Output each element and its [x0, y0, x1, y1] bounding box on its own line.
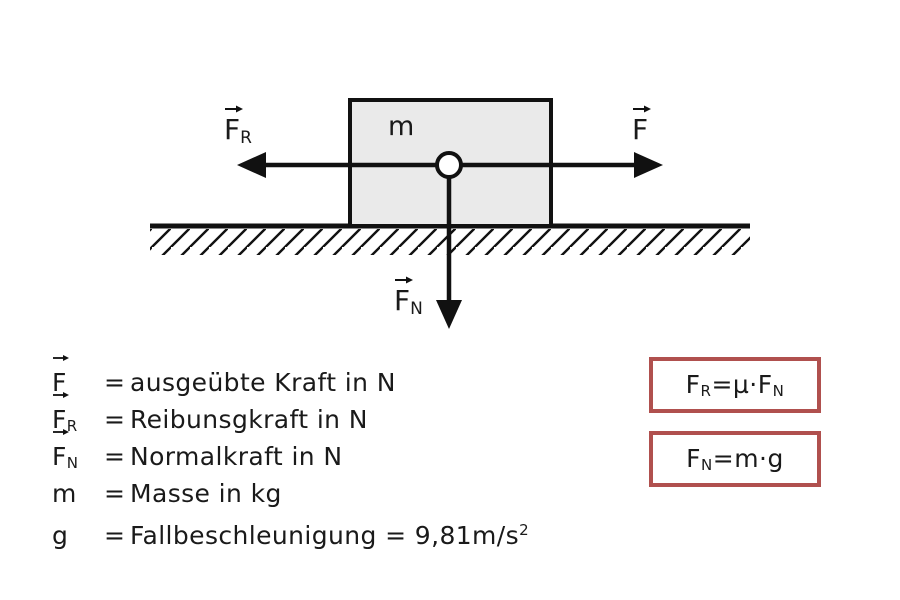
legend-equals: =: [104, 442, 126, 471]
legend-symbol: FN: [52, 429, 104, 482]
vector-arrow-icon: [395, 276, 413, 284]
friction-arrow: [237, 152, 449, 178]
normal-force-formula-box: FN=m·g: [649, 431, 821, 487]
legend-row: g = Fallbeschleunigung = 9,81m/s2: [52, 512, 652, 550]
friction-force-subscript: R: [240, 128, 252, 148]
block-mass-label: m: [388, 111, 415, 142]
legend-row: FN = Normalkraft in N: [52, 429, 652, 475]
legend-row: F = ausgeübte Kraft in N: [52, 355, 652, 401]
vector-arrow-icon: [53, 355, 69, 361]
normal-force-label: FN: [394, 276, 423, 319]
legend-superscript: 2: [519, 521, 530, 539]
legend-symbol-sub: R: [66, 417, 78, 435]
legend-equals: =: [104, 521, 126, 550]
vector-arrow-icon: [225, 105, 243, 113]
legend-symbol-base: F: [52, 442, 67, 471]
normal-force-subscript: N: [410, 299, 423, 319]
normal-force-formula-text: FN=m·g: [686, 444, 784, 474]
friction-formula-text: FR=µ·FN: [685, 370, 785, 400]
legend-symbol-base: F: [52, 368, 67, 397]
vector-arrow-icon: [53, 429, 69, 435]
legend-equals: =: [104, 405, 126, 434]
legend-description: ausgeübte Kraft in N: [130, 368, 396, 397]
legend-row: FR = Reibunsgkraft in N: [52, 392, 652, 438]
legend-symbol: g: [52, 517, 104, 554]
legend-symbol-base: g: [52, 521, 69, 550]
legend-equals: =: [104, 368, 126, 397]
legend-symbol: F: [52, 355, 104, 408]
legend-symbol: FR: [52, 392, 104, 445]
legend: F = ausgeübte Kraft in N FR = Reibunsgkr…: [52, 355, 652, 550]
applied-force-label: F: [632, 105, 651, 144]
legend-description: Fallbeschleunigung = 9,81m/s2: [130, 521, 530, 550]
legend-symbol-base: m: [52, 479, 77, 508]
legend-equals: =: [104, 479, 126, 508]
legend-symbol-base: F: [52, 405, 67, 434]
legend-row: m = Masse in kg: [52, 475, 652, 512]
normal-force-arrow: [436, 165, 462, 329]
applied-force-symbol: F: [632, 105, 651, 144]
friction-force-label: FR: [224, 105, 252, 148]
applied-force-arrow: [449, 152, 663, 178]
vector-arrow-icon: [53, 392, 69, 398]
legend-description: Masse in kg: [130, 479, 282, 508]
center-of-mass-point: [435, 151, 463, 179]
legend-description: Reibunsgkraft in N: [130, 405, 368, 434]
friction-force-symbol: F: [224, 105, 243, 144]
vector-arrow-icon: [633, 105, 651, 113]
normal-force-symbol: F: [394, 276, 413, 315]
legend-description: Normalkraft in N: [130, 442, 343, 471]
friction-formula-box: FR=µ·FN: [649, 357, 821, 413]
legend-symbol-sub: N: [66, 454, 79, 472]
legend-symbol: m: [52, 475, 104, 512]
